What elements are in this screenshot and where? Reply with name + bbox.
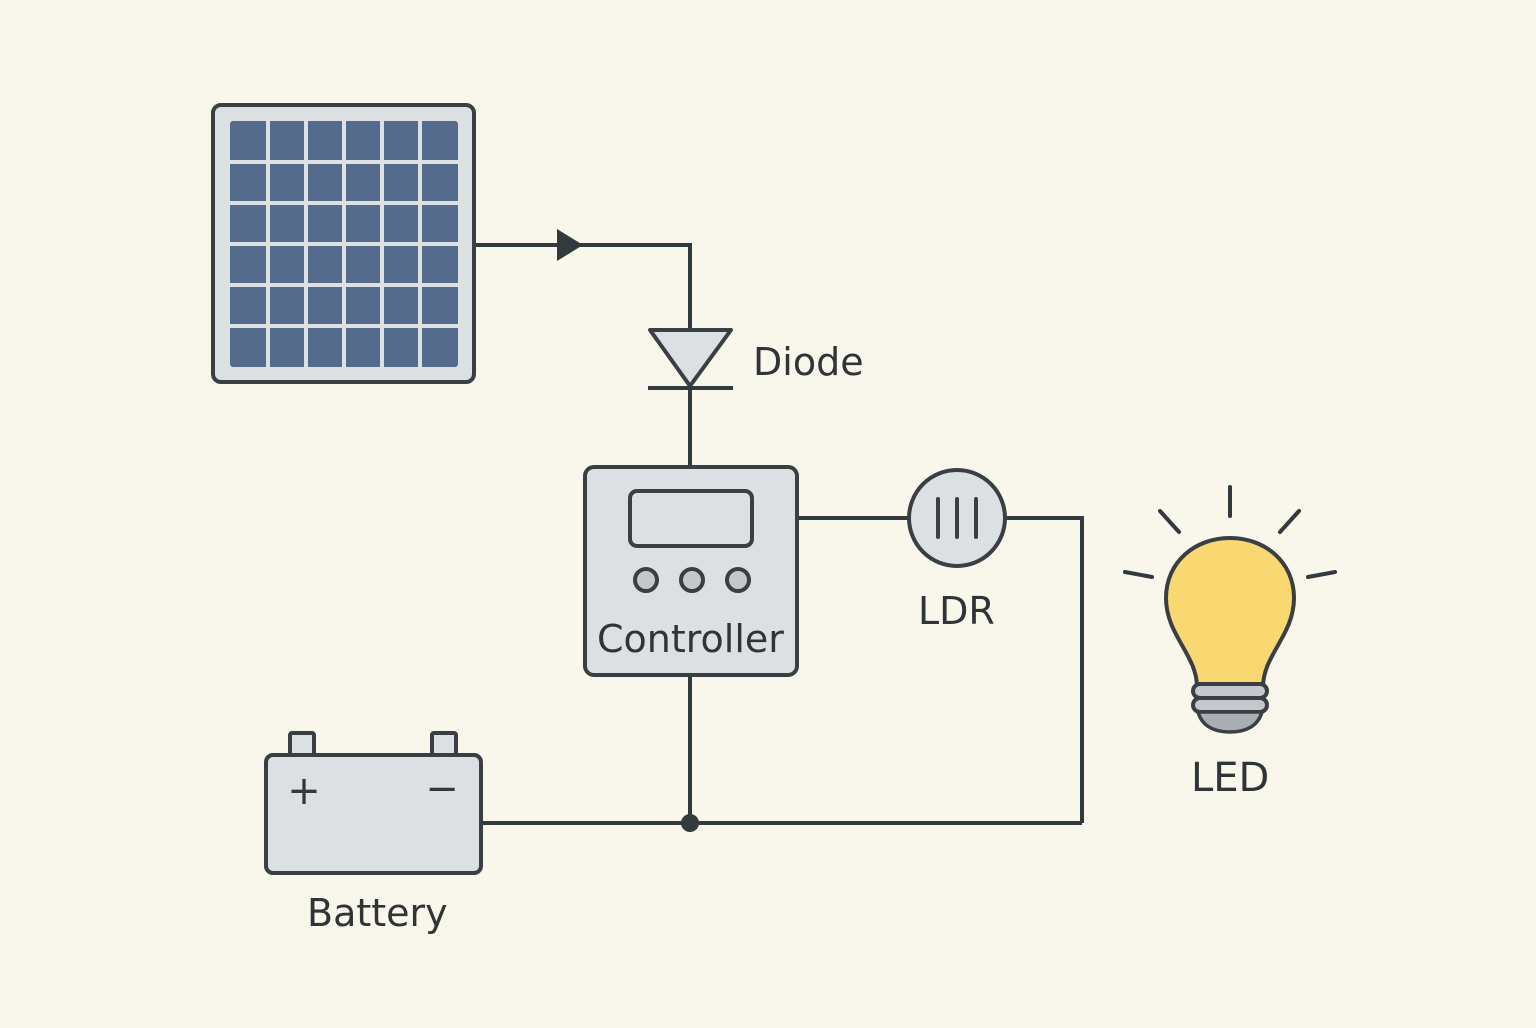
battery-negative-symbol: − — [425, 766, 459, 812]
wire-panel-to-diode — [474, 243, 692, 332]
controller-button-3 — [725, 567, 751, 593]
ldr-icon — [907, 468, 1007, 568]
diode-icon — [648, 328, 733, 390]
wires — [474, 229, 1084, 832]
charge-controller-icon — [583, 465, 799, 677]
led-label: LED — [1191, 755, 1270, 801]
diode-label: Diode — [753, 340, 864, 384]
battery-positive-symbol: + — [287, 768, 321, 814]
battery-label: Battery — [307, 891, 448, 935]
controller-display — [628, 489, 754, 548]
controller-label: Controller — [597, 617, 784, 661]
solar-panel-grid — [230, 121, 458, 367]
ldr-label: LDR — [918, 589, 995, 633]
solar-panel-icon — [211, 103, 476, 384]
current-direction-arrow-icon — [557, 229, 583, 261]
controller-button-1 — [633, 567, 659, 593]
battery-terminal-negative — [430, 731, 458, 757]
bulb-base — [1191, 682, 1269, 734]
battery-terminal-positive — [288, 731, 316, 757]
light-bulb-icon — [1123, 485, 1337, 734]
junction-node — [681, 814, 699, 832]
battery-icon: + − — [264, 731, 483, 875]
light-rays — [1123, 485, 1337, 579]
controller-button-2 — [679, 567, 705, 593]
bulb-glass — [1164, 536, 1296, 689]
wire-ldr-to-return — [1004, 516, 1084, 823]
